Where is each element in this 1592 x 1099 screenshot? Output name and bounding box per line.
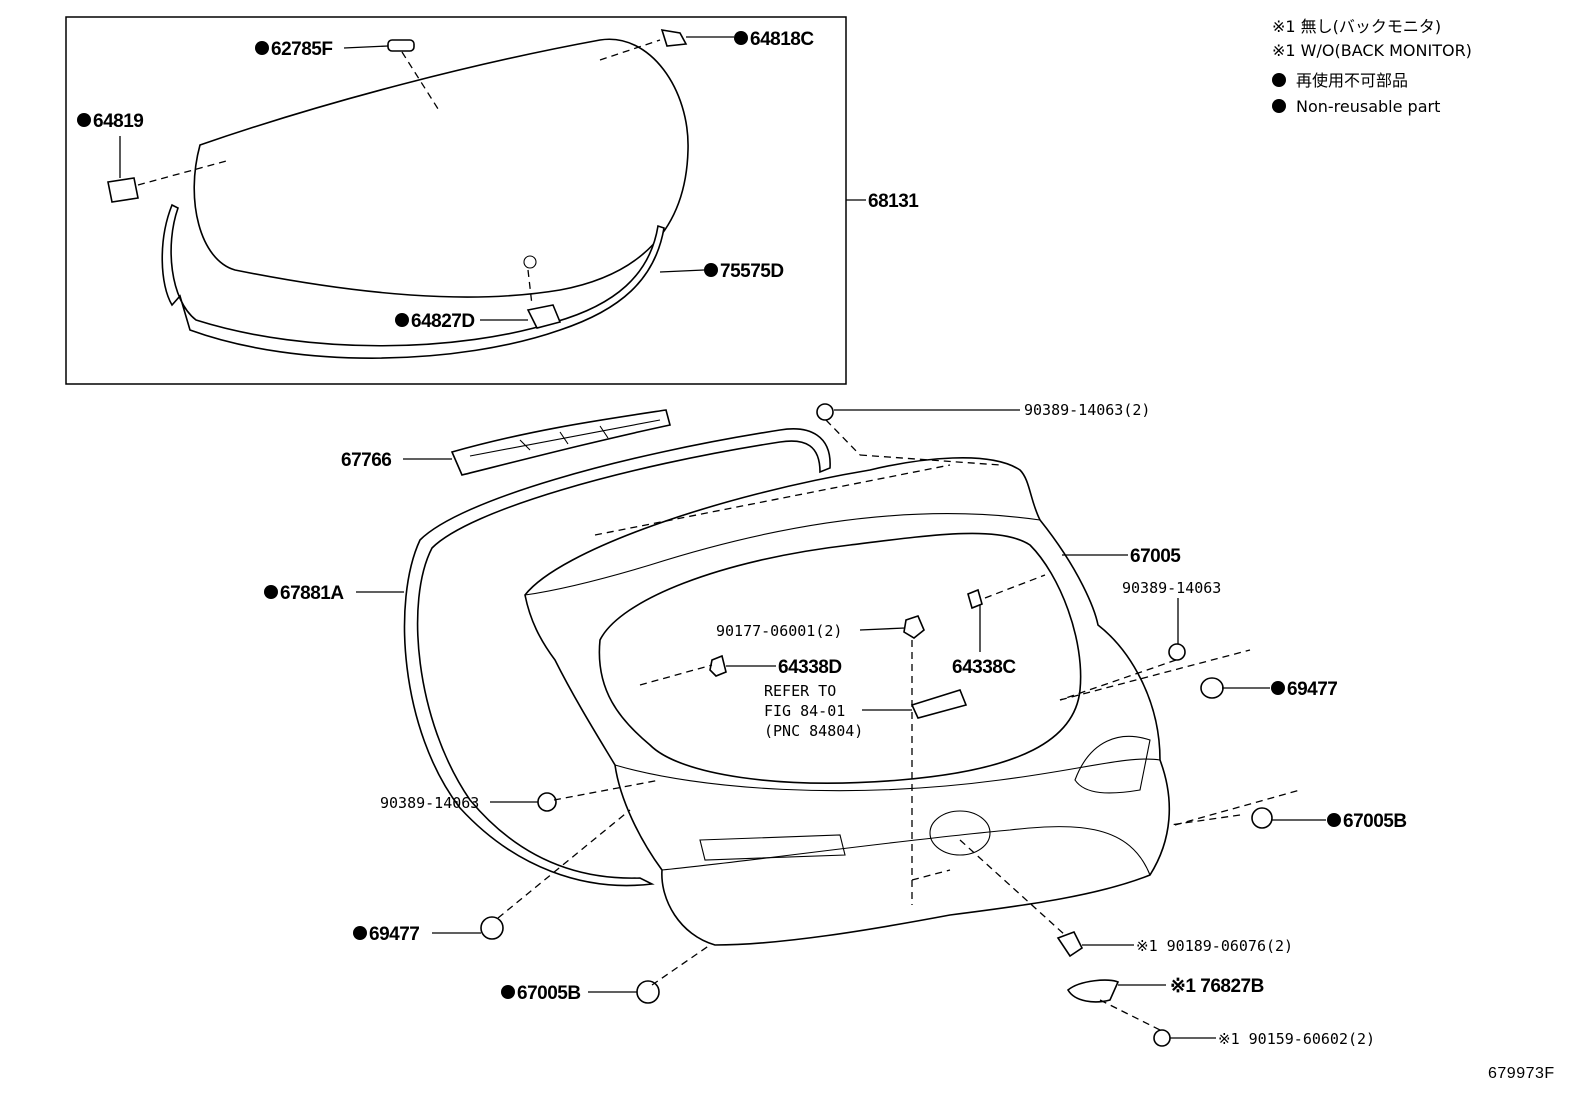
cover-76827B (1066, 979, 1120, 1003)
refer-line-2: FIG 84-01 (764, 702, 845, 720)
legend-line-4: Non-reusable part (1296, 97, 1440, 116)
label-90159-60602: ※1 90159-60602(2) (1218, 1030, 1375, 1048)
label-67005: 67005 (1130, 546, 1181, 567)
label-67005B-left: 67005B (517, 983, 581, 1004)
label-76827B: ※1 76827B (1170, 976, 1264, 997)
handle-84804 (910, 689, 968, 719)
bumper-67005B-right (1251, 807, 1273, 829)
back-door-glass (193, 38, 689, 298)
emblem-area (929, 810, 991, 856)
nut-90189-06076 (1056, 930, 1084, 958)
label-67881A: 67881A (280, 583, 344, 604)
protector-64819 (107, 177, 139, 203)
label-75575D: 75575D (720, 261, 784, 282)
legend-line-1: ※1 無し(バックモニタ) (1272, 17, 1441, 36)
protector-64818C (660, 28, 688, 47)
label-69477-right: 69477 (1287, 679, 1337, 700)
legend-line-3: 再使用不可部品 (1296, 71, 1408, 90)
clip-90389-14063-left (537, 792, 557, 812)
stopper-62785F (387, 39, 415, 52)
center-stop-lamp-67766 (450, 409, 671, 476)
back-door-window-opening (598, 532, 1082, 784)
label-64818C: 64818C (750, 29, 814, 50)
label-90389-14063-left: 90389-14063 (380, 794, 479, 812)
refer-line-3: (PNC 84804) (764, 722, 863, 740)
label-67005B-right: 67005B (1343, 811, 1407, 832)
weatherstrip-67881A (403, 428, 831, 887)
stopper-69477-left (480, 916, 504, 940)
figure-code: 679973F (1488, 1065, 1555, 1082)
label-90389-14063-right: 90389-14063 (1122, 579, 1221, 597)
label-64827D: 64827D (411, 311, 475, 332)
clip-90389-14063-right (1168, 643, 1186, 661)
label-64338C: 64338C (952, 657, 1016, 678)
label-64338D: 64338D (778, 657, 842, 678)
label-68131: 68131 (868, 191, 919, 212)
clip-90389-14063-top (816, 403, 834, 421)
glass-hole (523, 255, 537, 269)
protector-64827D (526, 304, 562, 329)
label-64819: 64819 (93, 111, 143, 132)
bolt-90159-60602 (1153, 1029, 1171, 1047)
label-90189-06076: ※1 90189-06076(2) (1136, 937, 1293, 955)
spacer-64338C (967, 588, 983, 610)
label-62785F: 62785F (271, 39, 332, 60)
legend-line-2: ※1 W/O(BACK MONITOR) (1272, 41, 1472, 60)
glass-dam-seal (161, 203, 665, 359)
label-90389-14063-2: 90389-14063(2) (1024, 401, 1150, 419)
refer-line-1: REFER TO (764, 682, 836, 700)
label-69477-left: 69477 (369, 924, 419, 945)
label-90177-06001: 90177-06001(2) (716, 622, 842, 640)
label-67766: 67766 (341, 450, 391, 471)
spacer-64338D (709, 654, 727, 677)
bumper-67005B-left (636, 980, 660, 1004)
nut-90177-06001 (903, 615, 925, 639)
stopper-69477-right (1200, 677, 1224, 699)
